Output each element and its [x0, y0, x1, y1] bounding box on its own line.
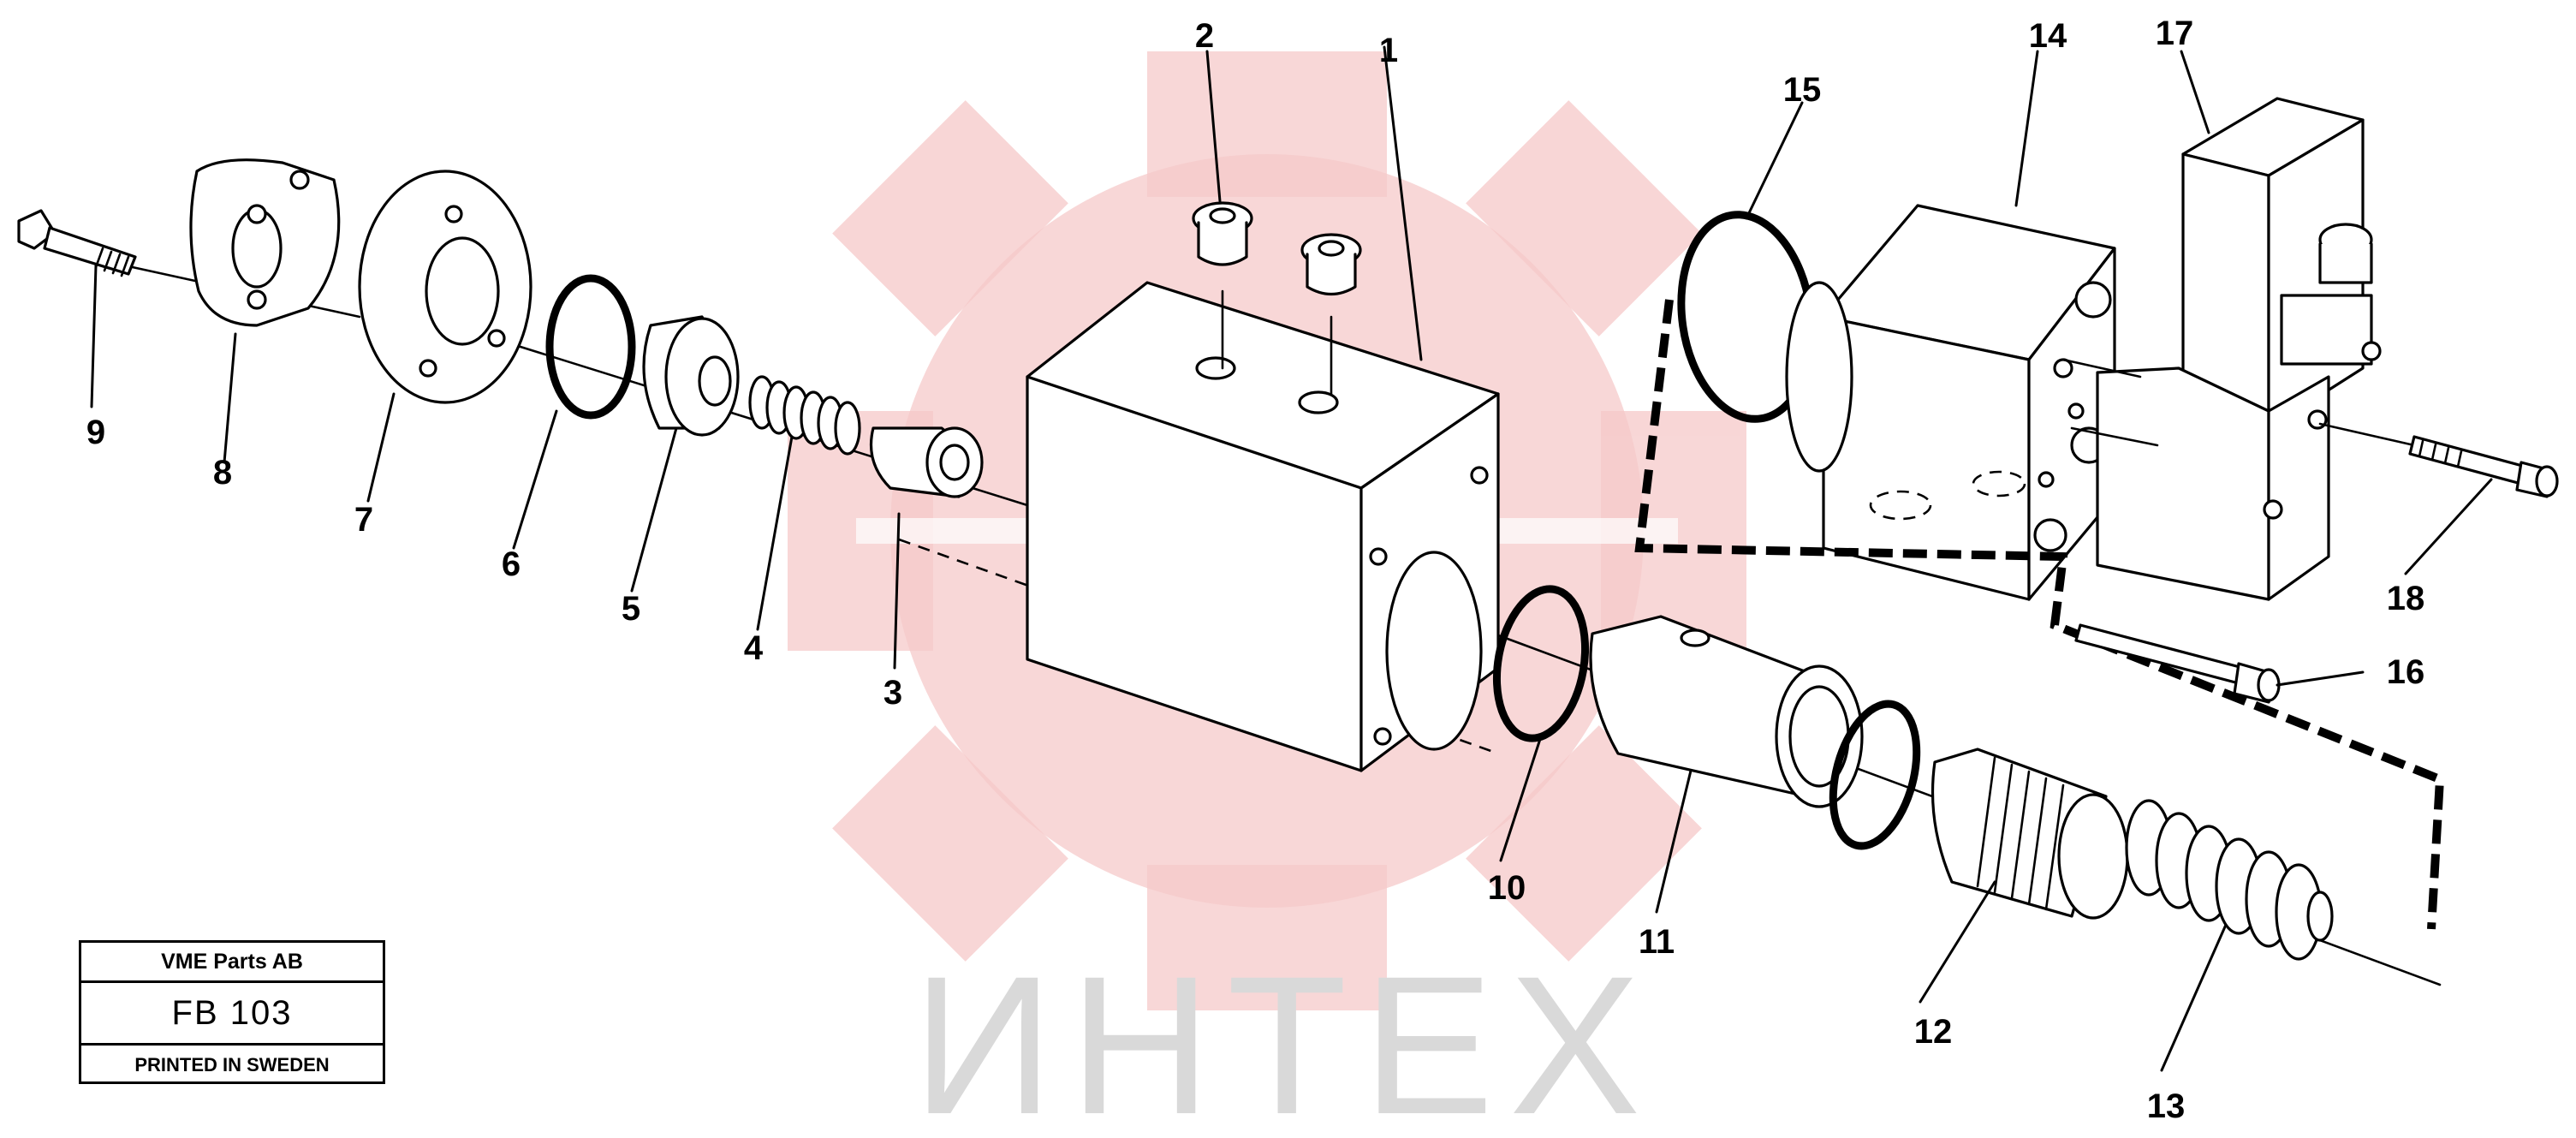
stamp-company: VME Parts AB — [81, 943, 383, 983]
callout-16: 16 — [2387, 653, 2425, 691]
part-13-spring — [2125, 799, 2334, 961]
part-12-threaded-sleeve — [1931, 748, 2129, 920]
stamp-code: FB 103 — [81, 983, 383, 1046]
callout-10: 10 — [1488, 869, 1526, 907]
callout-3: 3 — [883, 674, 902, 712]
callout-9: 9 — [86, 414, 105, 451]
part-7-flange — [358, 170, 532, 404]
part-11-valve-sleeve — [1589, 615, 1864, 808]
part-1-valve-body — [1026, 281, 1500, 772]
callout-12: 12 — [1914, 1013, 1953, 1051]
callout-6: 6 — [502, 545, 521, 583]
part-18-bolt — [2408, 435, 2559, 498]
callout-1: 1 — [1379, 32, 1398, 69]
callout-11: 11 — [1639, 923, 1675, 961]
part-17-solenoid — [2096, 97, 2382, 601]
watermark-text: ИНТЕХ — [913, 935, 1657, 1138]
part-2-plugs — [1192, 201, 1362, 396]
callout-13: 13 — [2147, 1087, 2186, 1125]
part-10-o-ring — [1492, 585, 1590, 742]
callout-18: 18 — [2387, 580, 2425, 617]
stamp-printed: PRINTED IN SWEDEN — [134, 1054, 330, 1075]
callout-17: 17 — [2156, 15, 2194, 52]
part-14-adapter-block — [1785, 204, 2116, 601]
assembly-boundary — [1634, 299, 2445, 930]
o-ring-between-11-12 — [1829, 700, 1921, 850]
callout-2: 2 — [1195, 17, 1214, 55]
title-stamp: VME Parts AB FB 103 PRINTED IN SWEDEN — [79, 940, 385, 1084]
part-6-o-ring — [545, 274, 636, 420]
callout-15: 15 — [1783, 71, 1822, 109]
callout-4: 4 — [744, 629, 764, 667]
part-8-split-flange — [189, 158, 341, 327]
part-16-bolt — [2074, 623, 2281, 704]
callout-14: 14 — [2029, 17, 2067, 55]
part-4-spring — [748, 375, 861, 456]
part-3-piston — [869, 426, 984, 498]
callout-8: 8 — [213, 454, 232, 492]
part-9-bolt — [17, 209, 137, 277]
part-5-sleeve — [642, 315, 740, 437]
callout-7: 7 — [354, 501, 373, 539]
callout-5: 5 — [622, 590, 640, 628]
leader-lines — [90, 45, 2493, 1072]
